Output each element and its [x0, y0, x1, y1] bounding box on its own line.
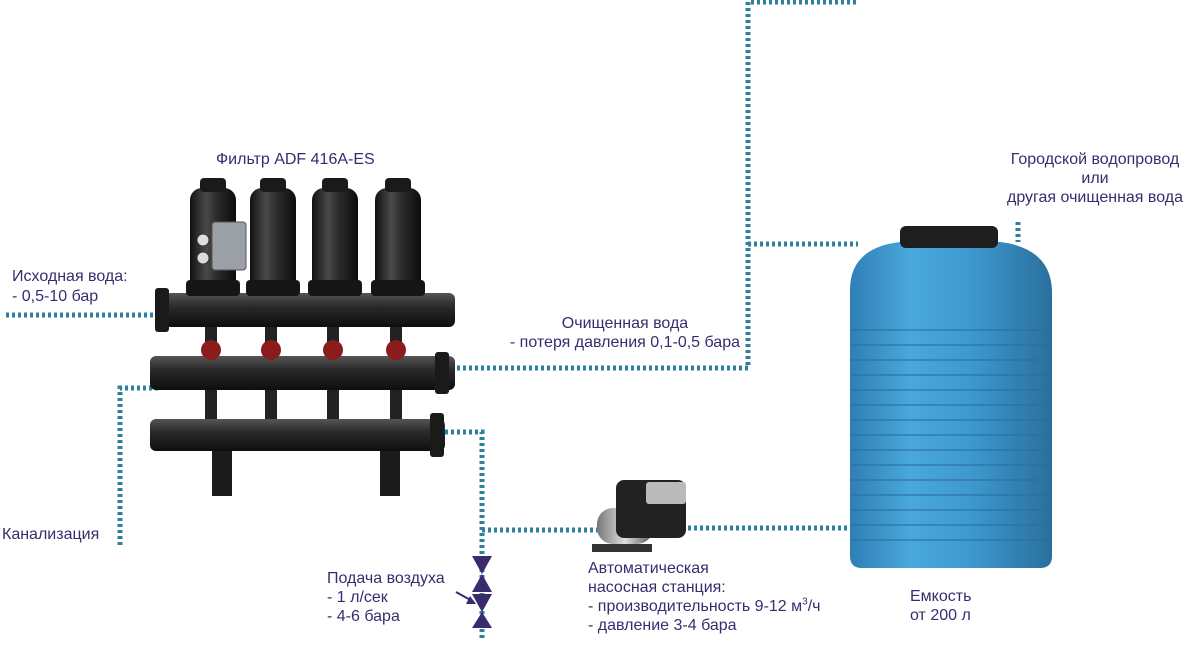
pump-capacity-sup: 3 [802, 596, 808, 608]
tank-line-1: Емкость [910, 588, 972, 605]
source-water-label: Исходная вода: [12, 268, 128, 285]
pump-station-icon [592, 480, 686, 552]
tank-line-2: от 200 л [910, 607, 971, 624]
pump-line-1: Автоматическая [588, 560, 709, 577]
city-water-line-3: другая очищенная вода [1006, 189, 1184, 206]
flow-line-sewer [117, 385, 158, 545]
tank-label: Емкость от 200 л [910, 587, 971, 625]
pump-line-2: насосная станция: [588, 579, 726, 596]
air-supply-title: Подача воздуха [327, 570, 445, 587]
air-flow-label: - 1 л/сек [327, 589, 388, 606]
city-water-label: Городской водопровод или другая очищенна… [990, 150, 1200, 207]
disc-filter-unit-icon [150, 178, 455, 496]
source-pressure-label: - 0,5-10 бар [12, 288, 99, 305]
flow-line-backwash [445, 429, 485, 640]
pump-line-3: - производительность 9-12 м3/ч [588, 597, 821, 616]
sewer-label: Канализация [2, 526, 100, 543]
clean-water-title: Очищенная вода [561, 315, 689, 332]
air-valve-icon [455, 556, 492, 628]
pressure-loss-label: - потеря давления 0,1-0,5 бара [509, 334, 740, 351]
filter-title: Фильтр ADF 416A-ES [216, 151, 375, 168]
flow-line-clean-outlet [445, 0, 858, 371]
air-supply-label: Подача воздуха - 1 л/сек - 4-6 бара [327, 569, 445, 626]
city-water-line-1: Городской водопровод [1010, 151, 1180, 168]
air-pressure-label: - 4-6 бара [327, 608, 400, 625]
water-tank-icon [850, 226, 1052, 568]
pump-line-4: - давление 3-4 бара [588, 617, 737, 634]
pump-capacity-text: - производительность 9-12 м [588, 598, 803, 615]
pump-station-label: Автоматическая насосная станция: - произ… [588, 559, 821, 635]
clean-water-label: Очищенная вода - потеря давления 0,1-0,5… [470, 314, 740, 352]
pump-capacity-unit: /ч [807, 598, 821, 615]
city-water-line-2: или [1081, 170, 1109, 187]
